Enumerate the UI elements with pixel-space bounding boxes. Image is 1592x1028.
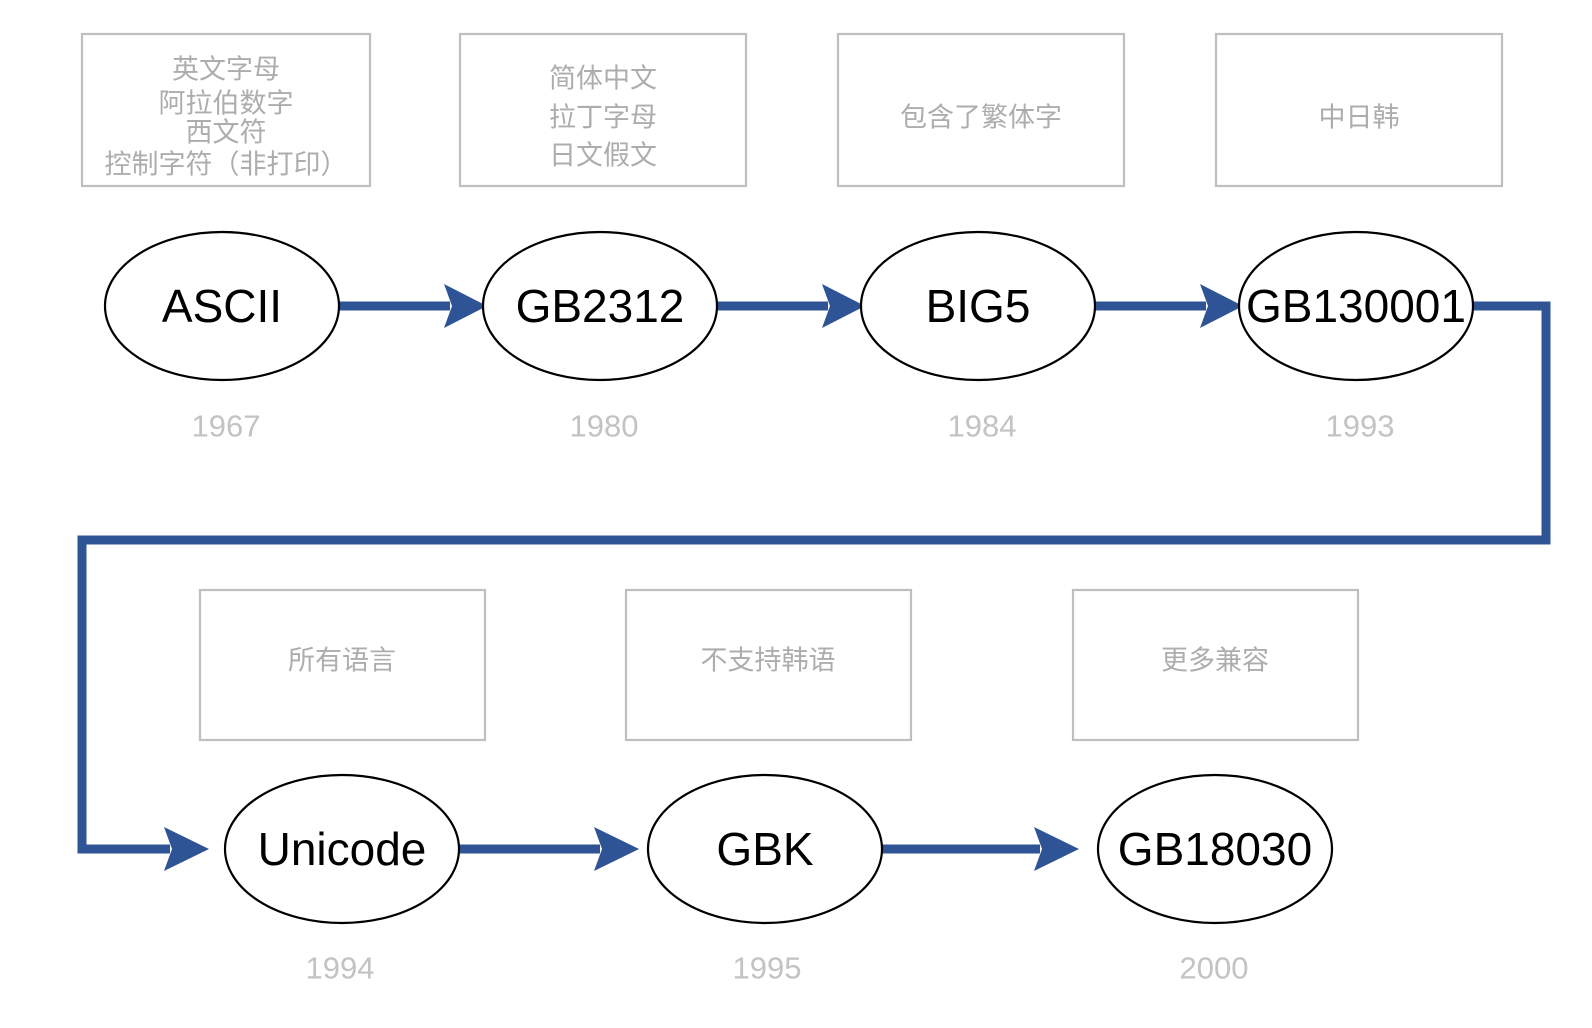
year-label-unicode: 1994 <box>306 951 375 986</box>
note-box-unicode-rect <box>198 588 487 742</box>
node-gb130001-label: GB130001 <box>1246 280 1466 332</box>
note-box-ascii-rect <box>80 32 372 188</box>
node-big5-ellipse[interactable] <box>859 230 1097 382</box>
year-label-gb2312: 1980 <box>570 409 639 444</box>
note-box-ascii-line-4: 控制字符（非打印） <box>105 150 348 181</box>
note-box-big5: 包含了繁体字 <box>836 32 1126 188</box>
node-gb18030-label: GB18030 <box>1118 823 1312 875</box>
year-label-big5: 1984 <box>948 409 1017 444</box>
node-unicode[interactable]: Unicode <box>223 773 461 925</box>
edge-ascii-to-gb2312 <box>339 284 487 328</box>
note-box-gb130001: 中日韩 <box>1214 32 1504 188</box>
edge-gb130001-to-unicode-arrowhead <box>164 827 209 871</box>
note-box-big5-rect <box>836 32 1126 188</box>
edge-gbk-to-gb18030-arrowhead <box>1034 827 1079 871</box>
note-box-ascii: 英文字母 阿拉伯数字 西文符 控制字符（非打印） <box>80 32 372 188</box>
node-gb130001-ellipse[interactable] <box>1237 230 1475 382</box>
edge-gb2312-to-big5-arrowhead <box>822 284 865 328</box>
note-box-big5-line-1: 包含了繁体字 <box>900 103 1062 134</box>
year-label-ascii: 1967 <box>192 409 261 444</box>
note-box-ascii-line-3: 西文符 <box>186 118 267 149</box>
note-box-gb18030-line-1: 更多兼容 <box>1161 646 1269 677</box>
edge-unicode-to-gbk <box>459 827 639 871</box>
node-gb130001[interactable]: GB130001 <box>1237 230 1475 382</box>
note-box-gb2312-line-2: 拉丁字母 <box>549 103 657 134</box>
node-ascii-ellipse[interactable] <box>103 230 341 382</box>
year-label-gb130001: 1993 <box>1326 409 1395 444</box>
year-label-gbk: 1995 <box>733 951 802 986</box>
note-box-gbk: 不支持韩语 <box>624 588 913 742</box>
edge-big5-to-gb130001-arrowhead <box>1200 284 1243 328</box>
year-label-gb18030: 2000 <box>1180 951 1249 986</box>
note-box-gb2312-line-1: 简体中文 <box>549 64 657 95</box>
note-box-gb2312: 简体中文 拉丁字母 日文假文 <box>458 32 748 188</box>
node-ascii[interactable]: ASCII <box>103 230 341 382</box>
note-box-gb2312-line-3: 日文假文 <box>549 141 657 172</box>
note-box-gbk-rect <box>624 588 913 742</box>
edge-gb130001-to-unicode <box>77 301 1551 871</box>
edge-gbk-to-gb18030 <box>882 827 1079 871</box>
node-ascii-label: ASCII <box>162 280 282 332</box>
note-box-gb18030: 更多兼容 <box>1071 588 1360 742</box>
node-gb2312[interactable]: GB2312 <box>481 230 719 382</box>
node-big5-label: BIG5 <box>926 280 1031 332</box>
edge-ascii-to-gb2312-arrowhead <box>444 284 487 328</box>
edge-gb2312-to-big5 <box>717 284 865 328</box>
edge-big5-to-gb130001 <box>1095 284 1243 328</box>
note-box-unicode-line-1: 所有语言 <box>288 646 396 677</box>
node-big5[interactable]: BIG5 <box>859 230 1097 382</box>
note-box-unicode: 所有语言 <box>198 588 487 742</box>
node-gb2312-label: GB2312 <box>516 280 685 332</box>
note-box-gb18030-rect <box>1071 588 1360 742</box>
note-box-gb130001-line-1: 中日韩 <box>1319 103 1400 134</box>
node-gbk[interactable]: GBK <box>646 773 884 925</box>
node-gbk-label: GBK <box>716 823 813 875</box>
edge-gb130001-to-unicode-path <box>77 301 1551 854</box>
node-gb18030-ellipse[interactable] <box>1096 773 1334 925</box>
note-box-ascii-line-1: 英文字母 <box>172 55 280 86</box>
note-box-gb130001-rect <box>1214 32 1504 188</box>
node-gb2312-ellipse[interactable] <box>481 230 719 382</box>
node-unicode-ellipse[interactable] <box>223 773 461 925</box>
note-box-ascii-line-2: 阿拉伯数字 <box>159 89 294 120</box>
note-box-gbk-line-1: 不支持韩语 <box>701 646 836 677</box>
note-box-gb2312-rect <box>458 32 748 188</box>
node-gb18030[interactable]: GB18030 <box>1096 773 1334 925</box>
node-unicode-label: Unicode <box>258 823 427 875</box>
node-gbk-ellipse[interactable] <box>646 773 884 925</box>
edge-unicode-to-gbk-arrowhead <box>594 827 639 871</box>
